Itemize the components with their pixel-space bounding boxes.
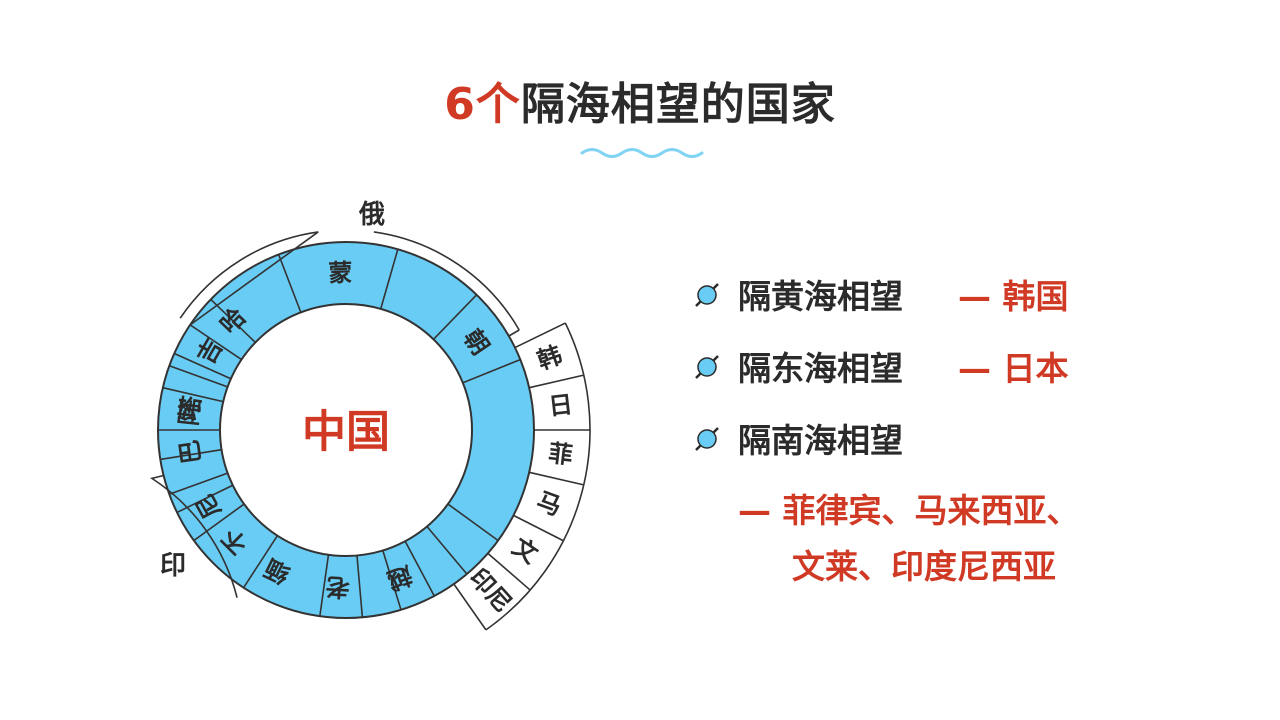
ring-separator-7	[319, 554, 330, 617]
sea-strip-divider-4	[513, 514, 564, 542]
ring-label-9: 塔	[175, 393, 206, 422]
india-frame	[149, 474, 238, 598]
south-sea-answer-line2: 文莱、印度尼西亚	[792, 547, 1056, 586]
russia-frame-left	[179, 231, 319, 326]
ring-separator-14	[189, 324, 242, 361]
outer-label-russia: 俄	[358, 200, 385, 230]
sea-strip-divider-1	[529, 374, 584, 389]
sea-neighbor-label-4: 文	[507, 532, 543, 569]
russia-frame-end	[508, 329, 520, 337]
sea-strip-divider-6	[453, 583, 487, 631]
ring-separator-19	[162, 386, 224, 403]
page-title: 6个隔海相望的国家	[0, 68, 1280, 132]
list-item-answer: — 日本	[958, 349, 1069, 388]
russia-frame-right	[373, 231, 520, 331]
list-item-label: 隔黄海相望	[738, 277, 903, 316]
ring-separator-0	[277, 254, 302, 313]
ring-separator-4	[176, 484, 234, 514]
sea-neighbor-label-3: 马	[533, 487, 565, 522]
center-label: 中国	[302, 407, 390, 458]
sea-strip-outer	[485, 322, 591, 631]
ring-label-3: 老	[325, 572, 350, 601]
outer-label-india: 印	[160, 551, 186, 581]
ring-separator-3	[462, 358, 521, 384]
ring-separator-11	[426, 526, 468, 575]
ring-separators	[158, 249, 521, 618]
south-sea-answer-line1: — 菲律宾、马来西亚、	[738, 491, 1080, 530]
ring-separator-15	[210, 298, 256, 344]
ring-separator-8	[356, 555, 364, 618]
ring-separator-16	[169, 472, 228, 496]
pin-icon	[695, 283, 719, 307]
sea-neighbor-label-1: 日	[547, 390, 574, 421]
sea-neighbor-label-0: 韩	[534, 341, 566, 375]
title-number: 6个	[444, 79, 521, 130]
ring-separator-2	[432, 294, 478, 340]
wave-divider	[580, 148, 704, 158]
pin-icon	[695, 427, 719, 451]
ring-separator-10	[404, 540, 435, 597]
pin-icon	[695, 355, 719, 379]
ring-separator-20	[173, 352, 232, 380]
ring-separator-5	[193, 503, 245, 542]
ring-label-7: 巴	[175, 438, 206, 466]
sea-strip-divider-5	[487, 552, 531, 591]
ring-separator-1	[379, 249, 399, 310]
sea-strip-divider-0	[514, 322, 566, 349]
ring-separator-12	[447, 503, 499, 542]
ring-separator-6	[242, 535, 279, 589]
list-item-label: 隔东海相望	[738, 349, 903, 388]
outer-frames	[149, 231, 591, 631]
list-item-label: 隔南海相望	[738, 421, 903, 460]
ring-separator-9	[382, 550, 402, 611]
list-item-answer: — 韩国	[958, 277, 1069, 316]
title-text: 隔海相望的国家	[520, 79, 836, 130]
sea-strip-divider-3	[529, 471, 584, 486]
ring-label-8: 阿	[175, 400, 205, 427]
ring-separator-13	[169, 364, 228, 388]
ring-separator-17	[160, 448, 222, 461]
sea-neighbor-label-2: 菲	[547, 439, 574, 470]
ring-label-0: 蒙	[328, 259, 353, 288]
